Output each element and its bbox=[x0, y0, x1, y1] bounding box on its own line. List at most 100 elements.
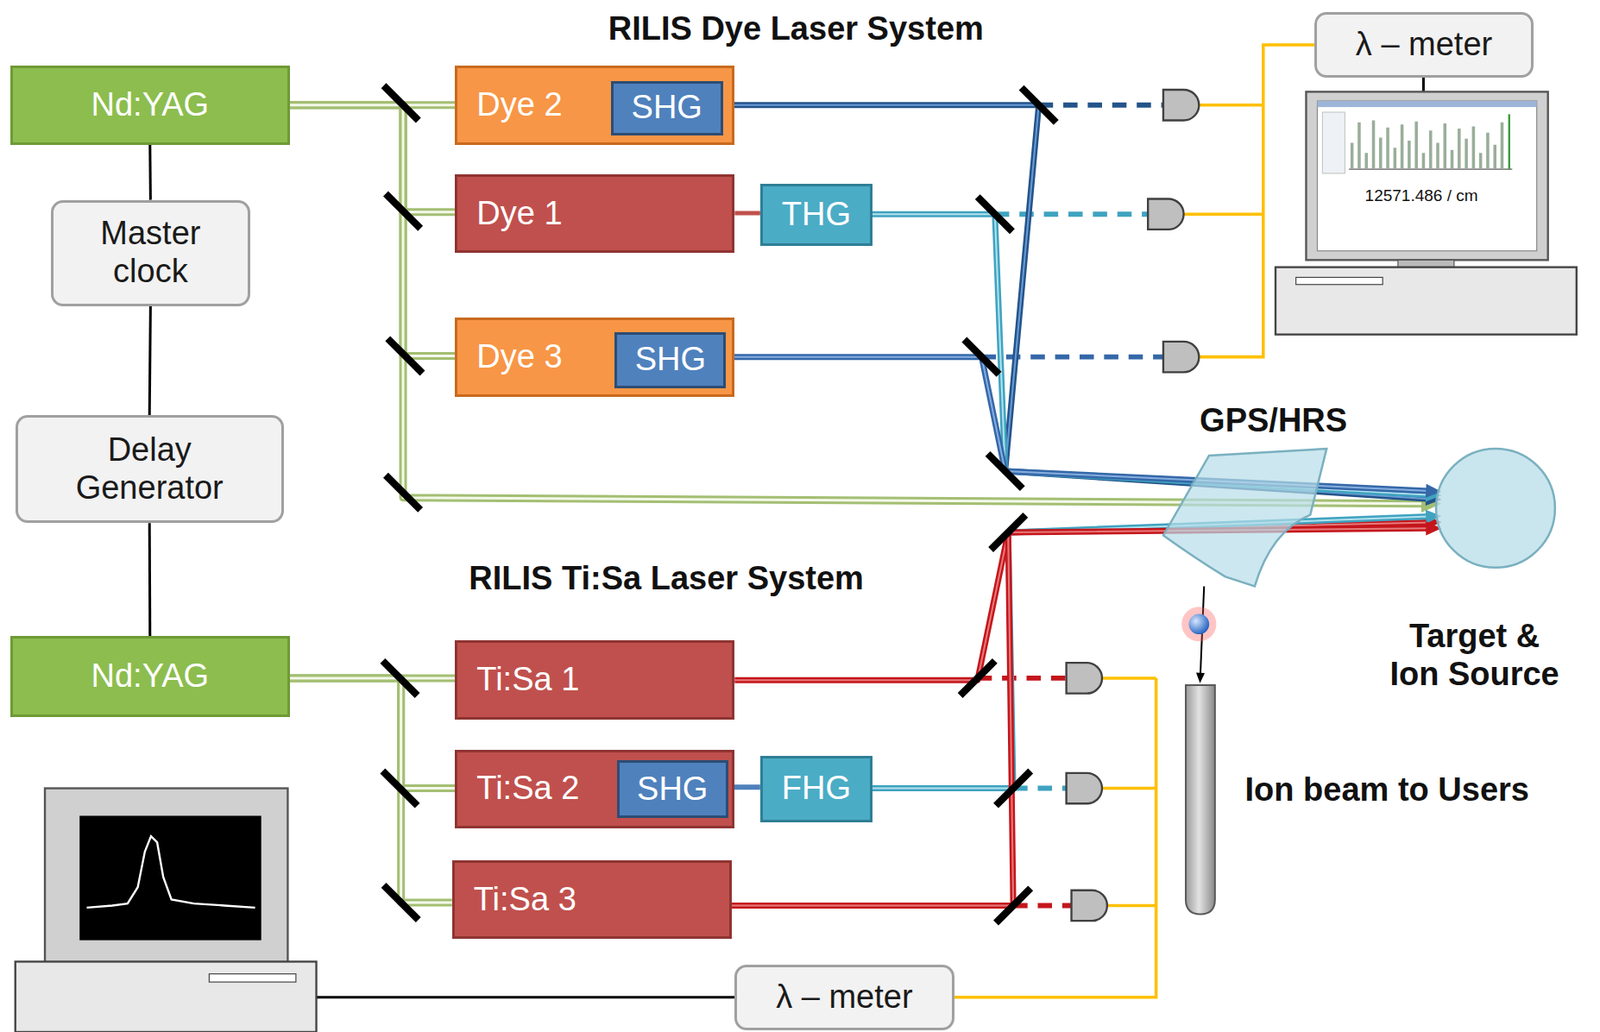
node-label: SHG bbox=[636, 770, 708, 809]
laser-box: Nd:YAG bbox=[10, 636, 290, 717]
instrument-box: λ – meter bbox=[734, 964, 954, 1031]
process-box: Master clock bbox=[50, 200, 251, 307]
node-label: SHG bbox=[635, 340, 706, 379]
computer bbox=[15, 961, 317, 1032]
laser-beam bbox=[723, 105, 1430, 499]
laser-box: Nd:YAG bbox=[10, 65, 290, 145]
pump-beam bbox=[289, 105, 1426, 504]
detector-beam bbox=[977, 675, 1067, 681]
target-circle bbox=[1436, 448, 1556, 568]
sync-cable bbox=[148, 522, 152, 637]
photodiode bbox=[1071, 890, 1108, 921]
computer bbox=[15, 788, 317, 1032]
laser-beam bbox=[725, 357, 1430, 492]
computer bbox=[1348, 168, 1512, 171]
mirror bbox=[385, 475, 421, 511]
photodiode bbox=[1163, 89, 1199, 120]
node-heading: Ion beam to Users bbox=[1245, 771, 1530, 810]
laser-box: SHG Dye 3 bbox=[454, 317, 735, 397]
signal-wire bbox=[1198, 103, 1263, 108]
computer bbox=[79, 815, 261, 940]
arrowhead bbox=[1196, 673, 1205, 684]
laser-beam bbox=[723, 105, 1443, 506]
pump-beam bbox=[289, 678, 456, 789]
ion bbox=[1188, 613, 1210, 635]
fundamental-beam bbox=[734, 211, 761, 216]
node-label: Ti:Sa 3 bbox=[473, 881, 577, 920]
separator-magnet-outline bbox=[1163, 448, 1327, 587]
node-label: Ti:Sa 2 bbox=[476, 769, 580, 808]
harmonic-box: FHG bbox=[760, 755, 873, 823]
node-label: Master clock bbox=[81, 214, 220, 290]
mirror bbox=[995, 770, 1031, 806]
computer bbox=[1275, 267, 1577, 335]
target-circle: Target & Ion Source bbox=[1434, 447, 1557, 570]
detector-beam bbox=[1013, 903, 1071, 909]
laser-box: SHG Ti:Sa 2 bbox=[454, 749, 735, 829]
computer bbox=[1296, 277, 1384, 284]
node-label: Ti:Sa 1 bbox=[476, 661, 580, 700]
mirror bbox=[990, 515, 1026, 550]
computer bbox=[1316, 100, 1537, 108]
harmonic-box: SHG bbox=[611, 81, 724, 136]
ion bbox=[1181, 606, 1216, 642]
node-label: λ – meter bbox=[1355, 25, 1493, 64]
pump-beam bbox=[289, 105, 456, 357]
mirror bbox=[385, 194, 421, 229]
computer bbox=[1305, 91, 1548, 260]
pump-beam bbox=[289, 678, 456, 789]
mirror bbox=[988, 453, 1023, 489]
photodiode bbox=[1066, 773, 1103, 804]
node-label: Nd:YAG bbox=[91, 86, 210, 125]
mirror bbox=[1021, 88, 1057, 123]
pump-beam bbox=[289, 105, 1426, 504]
photodiode bbox=[1066, 662, 1103, 693]
pump-beam bbox=[289, 105, 456, 213]
separator-magnet: GPS/HRS bbox=[1163, 448, 1327, 587]
node-label: Dye 3 bbox=[476, 338, 562, 377]
screen-readout: 12571.486 / cm bbox=[1365, 186, 1479, 206]
node-label: λ – meter bbox=[775, 978, 913, 1017]
laser-beam bbox=[872, 516, 1430, 789]
mirror bbox=[963, 340, 999, 375]
computer bbox=[1508, 113, 1511, 170]
computer bbox=[1316, 100, 1537, 252]
signal-wire bbox=[954, 678, 1157, 998]
photodiode bbox=[1163, 341, 1199, 372]
signal-wire bbox=[1102, 676, 1157, 681]
separator-magnet bbox=[1163, 448, 1327, 587]
computer bbox=[1275, 91, 1577, 334]
node-label: Delay Generator bbox=[62, 431, 236, 507]
mirror bbox=[384, 885, 419, 920]
pump-beam bbox=[289, 678, 453, 903]
data-cable bbox=[316, 995, 736, 999]
laser-box: Ti:Sa 1 bbox=[454, 640, 735, 720]
pump-beam bbox=[289, 678, 453, 903]
sync-cable bbox=[149, 306, 151, 416]
fundamental-beam bbox=[734, 213, 761, 215]
pump-beam bbox=[289, 105, 456, 213]
beamline-tube-outline bbox=[1184, 683, 1217, 916]
laser-beam bbox=[723, 105, 1430, 499]
detector-beam bbox=[995, 211, 1148, 217]
computer bbox=[87, 836, 256, 908]
signal-wire bbox=[1107, 904, 1157, 908]
pump-beam bbox=[289, 105, 456, 357]
laser-beam bbox=[725, 357, 1442, 498]
section-title: RILIS Dye Laser System bbox=[608, 10, 984, 48]
target-circle-outline bbox=[1434, 447, 1557, 570]
node-label: Dye 1 bbox=[476, 195, 562, 234]
detector-beam bbox=[1013, 786, 1066, 792]
mirror bbox=[384, 85, 419, 120]
process-box: Delay Generator bbox=[15, 415, 284, 523]
mirror bbox=[382, 661, 417, 696]
computer bbox=[1352, 119, 1503, 169]
mirror bbox=[387, 338, 423, 373]
laser-box: Ti:Sa 3 bbox=[452, 860, 732, 939]
pump-beam bbox=[289, 678, 453, 903]
computer bbox=[208, 974, 297, 983]
instrument-box: λ – meter bbox=[1314, 12, 1534, 78]
laser-beam bbox=[872, 516, 1430, 789]
laser-beam bbox=[734, 522, 1430, 681]
node-heading: Target & Ion Source bbox=[1381, 617, 1568, 693]
